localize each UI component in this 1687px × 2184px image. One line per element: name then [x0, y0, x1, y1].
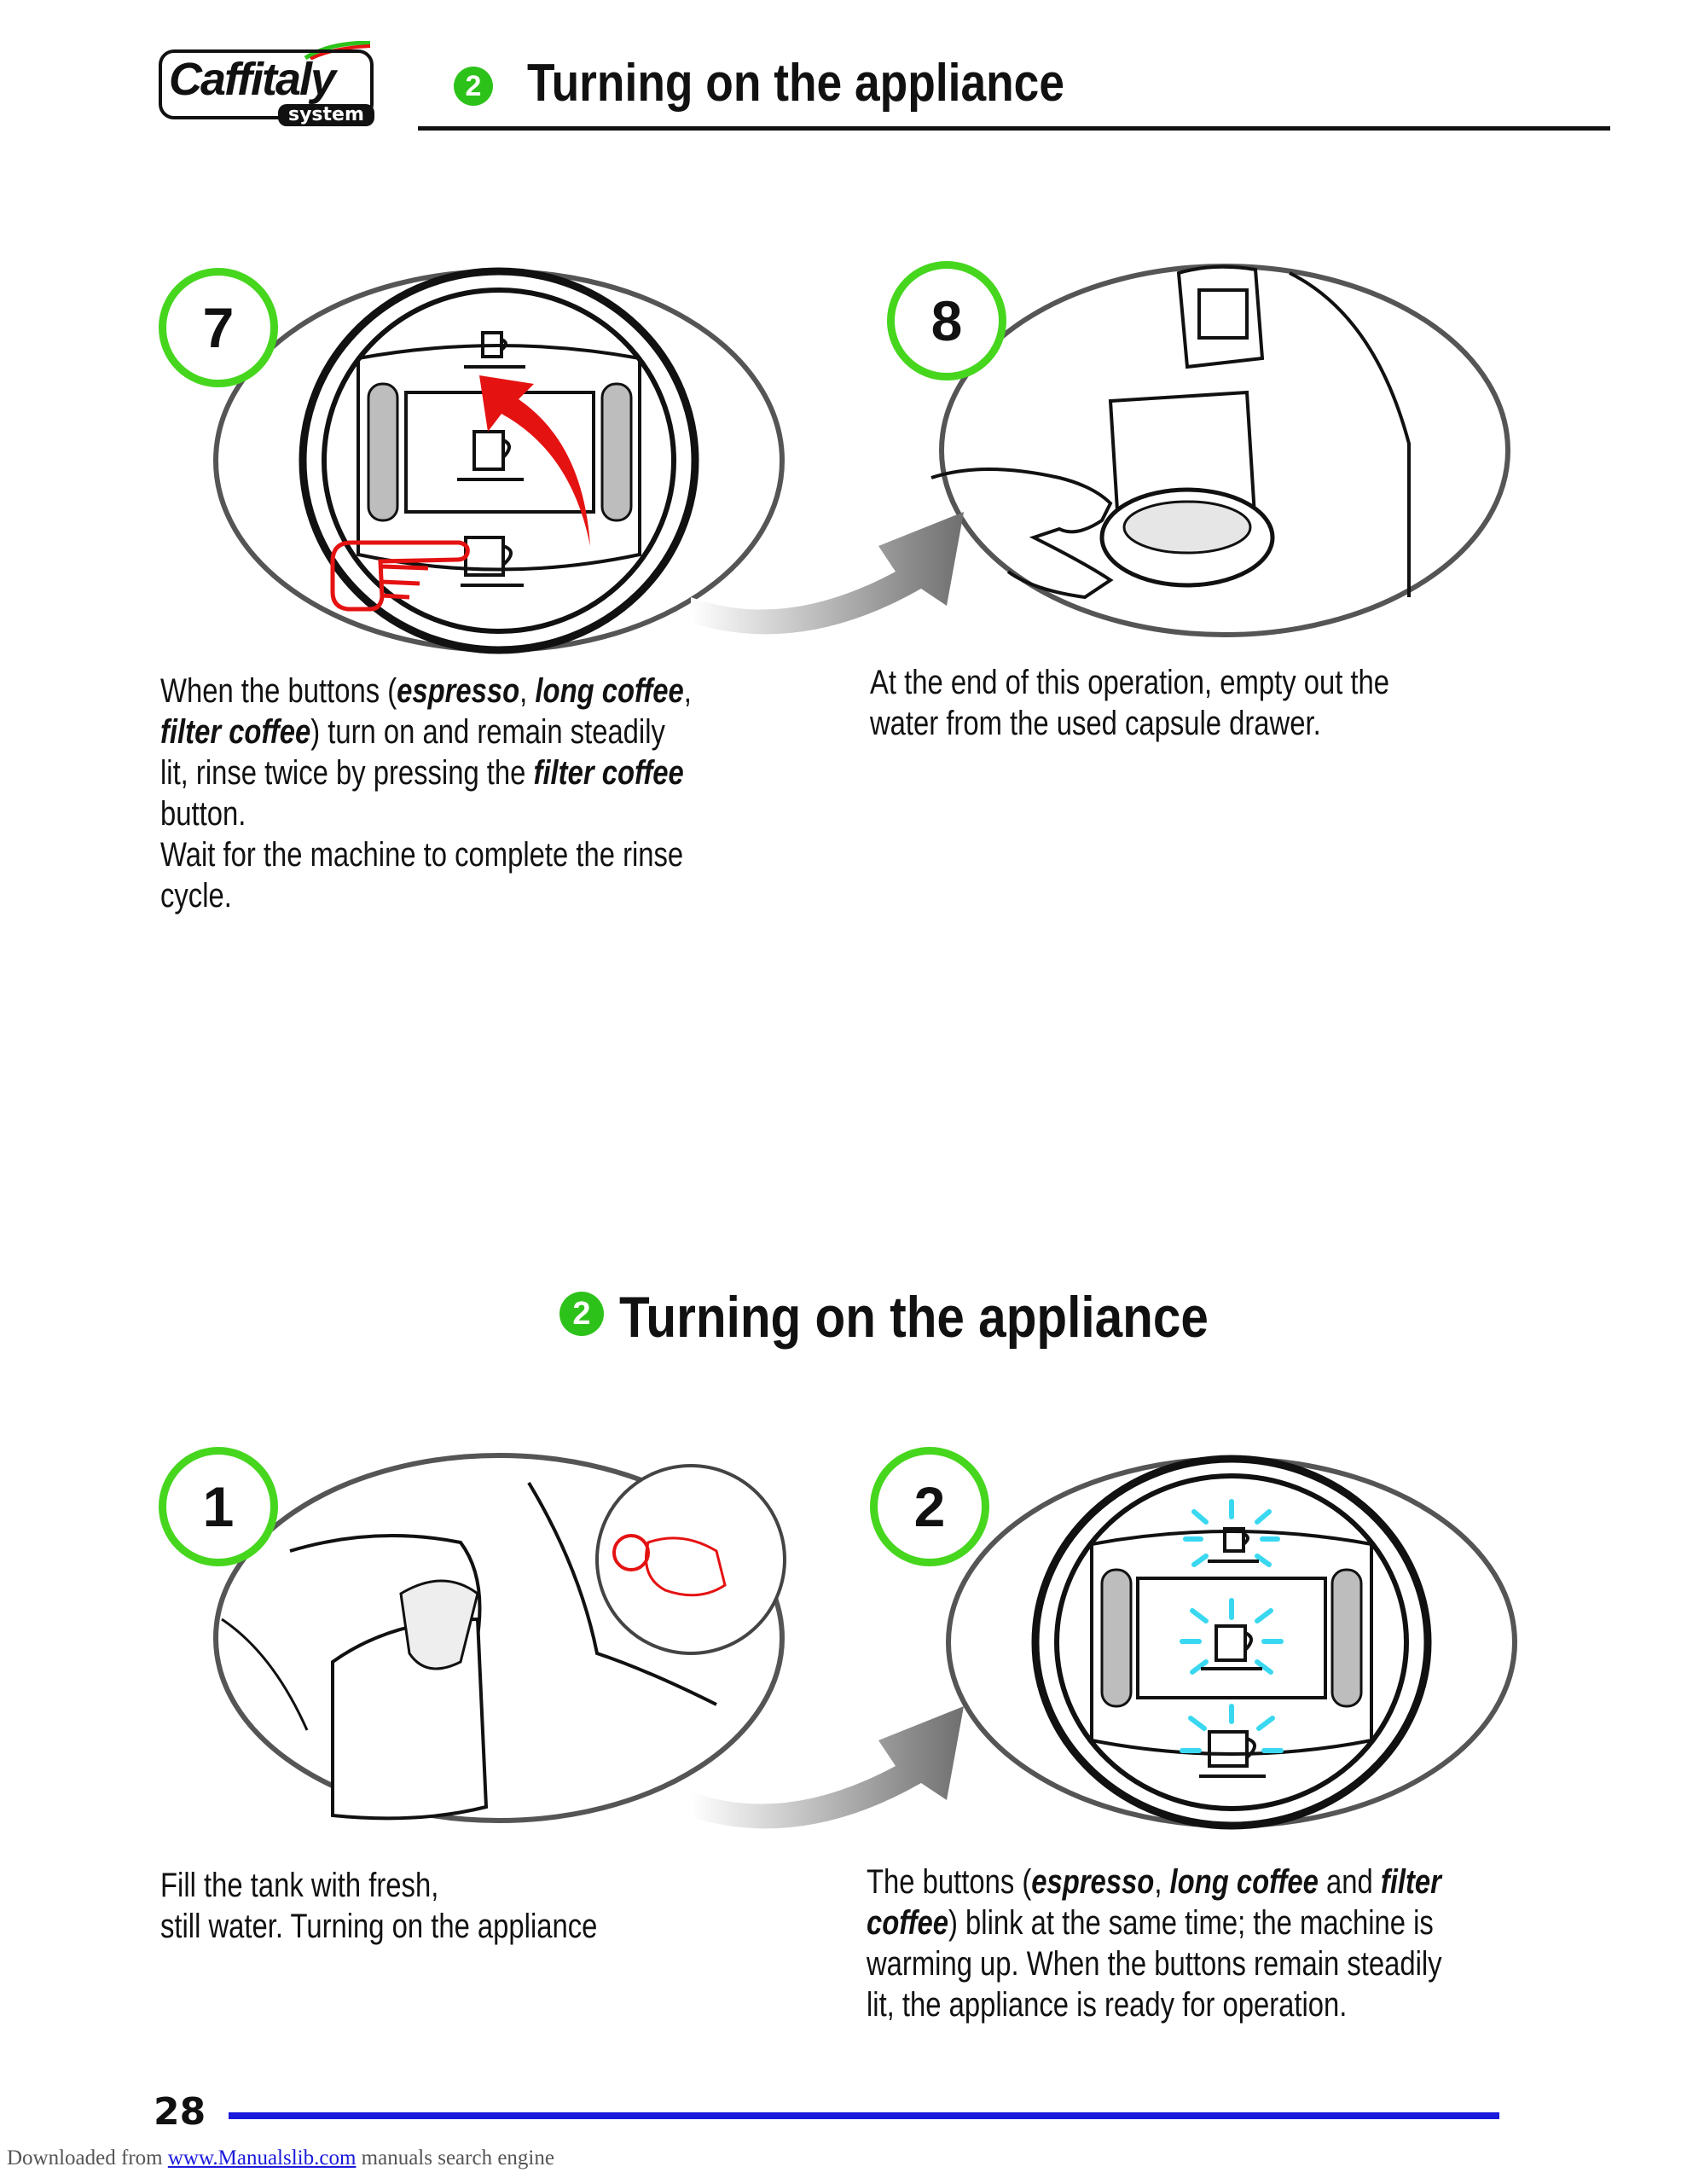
- power-button-icon: [612, 1534, 650, 1571]
- step-2-instructions: The buttons (espresso, long coffee and f…: [867, 1862, 1442, 2025]
- water-jug-icon: [399, 1579, 479, 1670]
- download-note: Downloaded from www.Manualslib.com manua…: [7, 2146, 554, 2170]
- gray-arrow-icon: [691, 512, 964, 635]
- emphasized-term: long coffee: [1169, 1863, 1319, 1901]
- text-line: lit, the appliance is ready for operatio…: [867, 1986, 1348, 2024]
- emphasized-term: espresso: [397, 672, 520, 710]
- header-section-badge: 2: [454, 67, 493, 106]
- gray-arrow-icon: [691, 1706, 964, 1829]
- finger-press-icon: [645, 1536, 727, 1597]
- logo-frame: [159, 49, 374, 119]
- step-7-illustration: [213, 267, 785, 654]
- text-line: Fill the tank with fresh,: [160, 1867, 439, 1904]
- text-line: lit, rinse twice by pressing the filter …: [160, 754, 684, 792]
- step-2-number: 2: [870, 1447, 989, 1566]
- text-line: When the buttons (espresso, long coffee,: [160, 672, 692, 710]
- emphasized-term: filter coffee: [160, 713, 311, 751]
- water-tank-icon: [331, 1617, 489, 1821]
- emphasized-term: long coffee: [535, 672, 684, 710]
- download-note-suffix: manuals search engine: [356, 2146, 554, 2169]
- text-line: cycle.: [160, 877, 232, 915]
- step-8-illustration: [930, 264, 1510, 637]
- page-title: Turning on the appliance: [527, 54, 1064, 113]
- text-line: still water. Turning on the appliance: [160, 1908, 598, 1945]
- blinking-light-icon: [1180, 1499, 1284, 1753]
- filter-coffee-cup-icon: [1199, 1730, 1266, 1778]
- espresso-cup-icon: [1208, 1527, 1259, 1563]
- text-line: Wait for the machine to complete the rin…: [160, 836, 684, 874]
- caffitaly-logo: Caffitaly system: [159, 41, 379, 126]
- footer-divider: [229, 2112, 1499, 2119]
- espresso-cup-icon: [464, 331, 525, 369]
- download-note-prefix: Downloaded from: [7, 2146, 168, 2169]
- step-1-number: 1: [159, 1447, 278, 1566]
- step-1-illustration: [213, 1453, 786, 1823]
- step-8-instructions: At the end of this operation, empty out …: [870, 662, 1389, 744]
- step-7-number: 7: [159, 268, 278, 387]
- red-curved-arrow-icon: [479, 375, 590, 546]
- text-line: At the end of this operation, empty out …: [870, 664, 1390, 701]
- long-coffee-cup-icon: [1201, 1624, 1262, 1670]
- emphasized-term: filter coffee: [533, 754, 684, 792]
- text-line: The buttons (espresso, long coffee and f…: [867, 1863, 1441, 1901]
- page-number: 28: [154, 2090, 206, 2134]
- text-line: button.: [160, 795, 246, 833]
- logo-brand-text: Caffitaly: [169, 54, 336, 105]
- hand-holding-drawer-icon: [930, 468, 1114, 600]
- step-8-number: 8: [887, 261, 1006, 380]
- long-coffee-cup-icon: [457, 430, 524, 481]
- emphasized-term: espresso: [1031, 1863, 1155, 1901]
- emphasized-term: filter: [1380, 1863, 1441, 1901]
- step-2-illustration: [946, 1455, 1517, 1830]
- step-7-instructions: When the buttons (espresso, long coffee,…: [160, 671, 692, 916]
- text-line: water from the used capsule drawer.: [870, 705, 1321, 742]
- step-1-instructions: Fill the tank with fresh, still water. Tu…: [160, 1865, 597, 1947]
- text-line: coffee) blink at the same time; the mach…: [867, 1904, 1434, 1942]
- section-2-title: Turning on the appliance: [619, 1285, 1209, 1350]
- manualslib-link[interactable]: www.Manualslib.com: [167, 2146, 357, 2169]
- pointing-hand-icon: [330, 540, 470, 612]
- header-divider: [418, 126, 1610, 131]
- section-2-badge: 2: [559, 1292, 604, 1336]
- emphasized-term: coffee: [867, 1904, 949, 1942]
- logo-sub-text: system: [278, 104, 374, 126]
- text-line: filter coffee) turn on and remain steadi…: [160, 713, 665, 751]
- text-line: warming up. When the buttons remain stea…: [867, 1945, 1442, 1983]
